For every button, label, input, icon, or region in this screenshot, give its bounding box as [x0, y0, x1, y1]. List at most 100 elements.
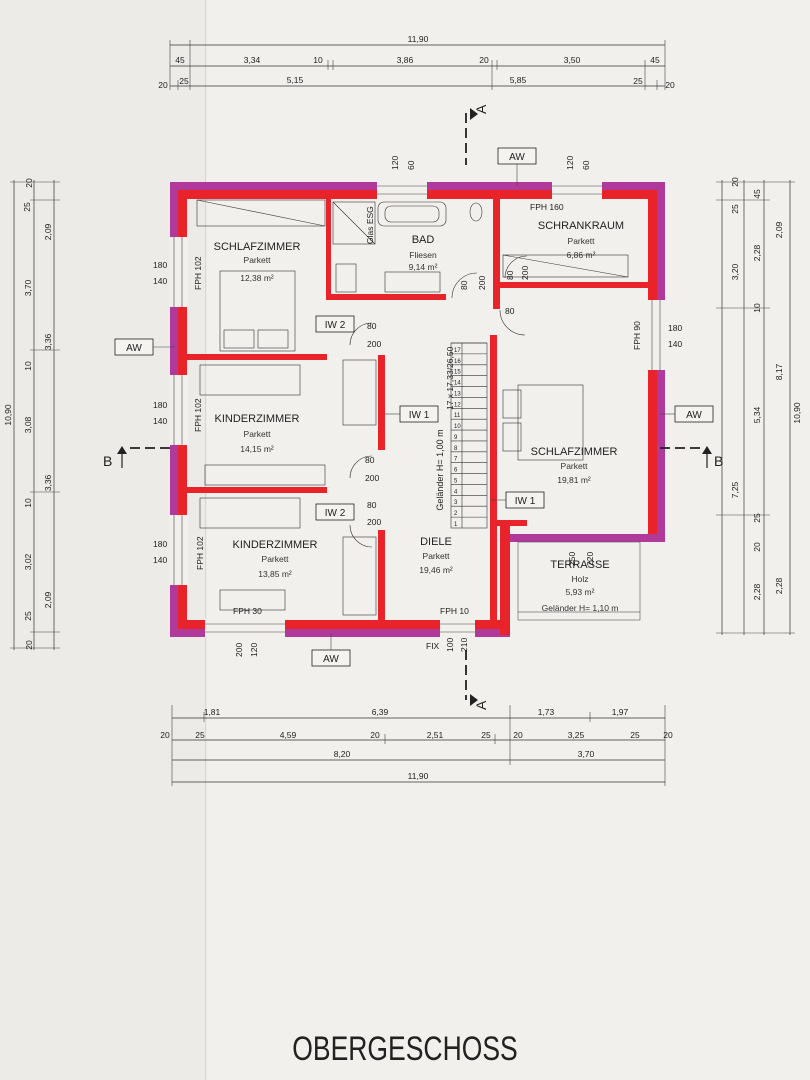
dim-left-4: 3,36: [43, 333, 53, 350]
window-left-3-a: 180: [153, 539, 167, 549]
dim-right-5: 3,20: [730, 263, 740, 280]
room-floor-schlafzimmer-2: Parkett: [561, 461, 589, 471]
dim-bottom-total: 11,90: [408, 771, 429, 781]
stair-step-number: 1: [454, 522, 458, 528]
dim-left-3: 3,70: [23, 279, 33, 296]
dim-top-3-2: 5,15: [287, 75, 304, 85]
room-floor-terrasse: Holz: [571, 574, 588, 584]
window-top-bad-b: 60: [406, 160, 416, 170]
window-bottom-a: 200: [234, 643, 244, 657]
fph-102-label-2: FPH 102: [193, 398, 203, 432]
stair-step-number: 15: [454, 370, 461, 376]
dim-top-3-3: 5,85: [510, 75, 527, 85]
aw-label-left: AW: [126, 343, 142, 354]
dim-top-2-2: 10: [313, 55, 323, 65]
dim-bottom-2-0: 20: [160, 730, 170, 740]
door-w-3: 80: [367, 500, 377, 510]
room-floor-kinderzimmer-2: Parkett: [262, 554, 290, 564]
dim-top-2-1: 3,34: [244, 55, 261, 65]
dim-right-outer-0: 2,09: [774, 221, 784, 238]
stair-step-number: 9: [454, 435, 458, 441]
dim-right-total: 10,90: [792, 402, 802, 424]
dim-bottom-2-4: 2,51: [427, 730, 444, 740]
dim-left-0: 20: [24, 178, 34, 188]
door-w-6: 80: [505, 270, 515, 280]
iw1-label-stair: IW 1: [515, 496, 536, 507]
right-dimensions: 20 45 25 2,28 10 3,20 5,34 25 20 2,28 2,…: [716, 177, 802, 635]
dim-bottom-2-6: 20: [513, 730, 523, 740]
dim-right-0: 20: [730, 177, 740, 187]
door-w-1: 80: [367, 321, 377, 331]
paper-fold: [205, 0, 207, 1080]
fix-h: 210: [459, 638, 469, 652]
dim-bottom-2-3: 20: [370, 730, 380, 740]
room-area-schlafzimmer-2: 19,81 m²: [557, 475, 591, 485]
dim-left-12: 20: [24, 640, 34, 650]
aw-label-bottom: AW: [323, 654, 339, 665]
room-floor-schrankraum: Parkett: [568, 236, 596, 246]
dim-bottom-2-9: 20: [663, 730, 673, 740]
fph-10-label: FPH 10: [440, 606, 469, 616]
dim-left-total: 10,90: [3, 404, 13, 426]
stair-step-number: 7: [454, 457, 458, 463]
dim-left-7: 3,36: [43, 474, 53, 491]
glas-esg-label: Glas ESG: [365, 206, 375, 244]
dim-bottom-2-2: 4,59: [280, 730, 297, 740]
top-dimensions: 11,90 45 3,34 10 3,86 20 3,50 45 20 25 5…: [158, 34, 675, 90]
dim-left-5: 10: [23, 361, 33, 371]
fph-102-label-1: FPH 102: [193, 256, 203, 290]
terrace-door-h: 220: [585, 552, 595, 566]
room-floor-kinderzimmer-1: Parkett: [244, 429, 272, 439]
terrasse-railing-note: Geländer H= 1,10 m: [542, 603, 619, 613]
room-floor-diele: Parkett: [423, 551, 451, 561]
dim-bottom-2-1: 25: [195, 730, 205, 740]
dim-left-8: 10: [23, 498, 33, 508]
dim-bottom-2-7: 3,25: [568, 730, 585, 740]
dim-top-total: 11,90: [408, 34, 429, 44]
dim-right-9: 2,28: [752, 583, 762, 600]
walls: [169, 181, 666, 638]
door-w-2: 80: [365, 455, 375, 465]
door-h-5: 200: [477, 276, 487, 290]
dim-bottom-1-1: 6,39: [372, 707, 389, 717]
fix-w: 100: [445, 638, 455, 652]
stair-step-number: 17: [454, 348, 461, 354]
fixtures: [196, 199, 629, 616]
bottom-dimensions: 1,81 6,39 1,73 1,97 20 25 4,59 20 2,51 2…: [160, 705, 673, 786]
room-labels: SCHLAFZIMMER Parkett 12,38 m² KINDERZIMM…: [214, 220, 624, 613]
room-area-schrankraum: 6,86 m²: [567, 250, 596, 260]
dim-bottom-3-0: 8,20: [334, 749, 351, 759]
window-left-1-a: 180: [153, 260, 167, 270]
door-h-1: 200: [367, 339, 381, 349]
door-h-3: 200: [367, 517, 381, 527]
stair-step-number: 11: [454, 413, 461, 419]
stair-step-number: 16: [454, 359, 461, 365]
window-left-1-b: 140: [153, 276, 167, 286]
dim-right-outer-2: 7,25: [730, 481, 740, 498]
stair-step-number: 4: [454, 489, 458, 495]
fph-30-label: FPH 30: [233, 606, 262, 616]
stair-step-number: 10: [454, 424, 461, 430]
dim-left-10: 2,09: [43, 591, 53, 608]
room-name-kinderzimmer-2: KINDERZIMMER: [233, 539, 318, 551]
room-area-schlafzimmer-1: 12,38 m²: [240, 273, 274, 283]
window-bottom-b: 120: [249, 643, 259, 657]
room-name-kinderzimmer-1: KINDERZIMMER: [215, 413, 300, 425]
room-floor-bad: Fliesen: [409, 250, 437, 260]
window-left-3-b: 140: [153, 555, 167, 565]
dim-bottom-2-5: 25: [481, 730, 491, 740]
dim-top-2-5: 3,50: [564, 55, 581, 65]
room-name-diele: DIELE: [420, 536, 452, 548]
railing-label: Geländer H= 1,00 m: [435, 429, 445, 510]
room-area-kinderzimmer-2: 13,85 m²: [258, 569, 292, 579]
left-dimensions: 20 25 2,09 3,70 3,36 10 3,08 3,36 10 3,0…: [3, 178, 60, 650]
dim-left-9: 3,02: [23, 553, 33, 570]
door-w-5: 80: [459, 280, 469, 290]
room-name-bad: BAD: [412, 234, 435, 246]
window-right-b: 140: [668, 339, 682, 349]
wall-type-labels: AW AW AW AW IW 2 IW 2 IW 1 IW 1: [114, 147, 714, 667]
section-b-left-label: B: [103, 453, 112, 469]
aw-label-right: AW: [686, 410, 702, 421]
door-h-2: 200: [365, 473, 379, 483]
